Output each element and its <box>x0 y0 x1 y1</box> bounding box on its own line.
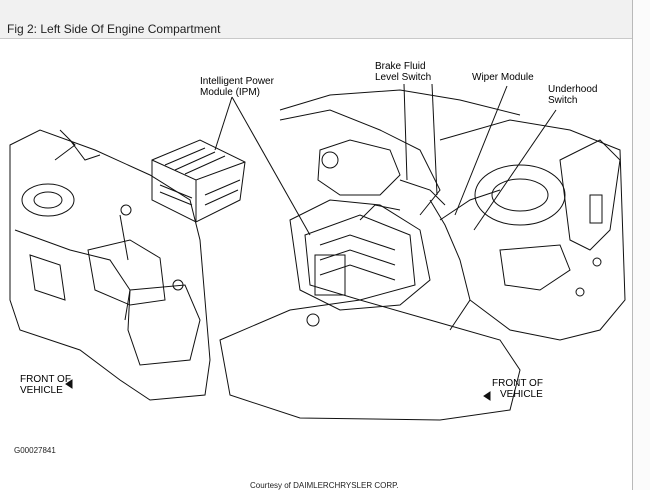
front-left-line1: FRONT OF <box>20 374 71 385</box>
front-right-line1: FRONT OF <box>492 378 543 389</box>
engine-compartment-drawing <box>9 83 626 421</box>
wiper-module-label: Wiper Module <box>472 72 534 83</box>
figure-title: Fig 2: Left Side Of Engine Compartment <box>7 22 221 36</box>
leader-lines <box>214 83 557 236</box>
ipm-module-detached <box>151 139 246 223</box>
figure-title-bar: Fig 2: Left Side Of Engine Compartment <box>0 0 632 39</box>
figure-credit: Courtesy of DAIMLERCHRYSLER CORP. <box>250 481 399 490</box>
page-gutter <box>633 0 650 490</box>
engine-bay-structure <box>219 109 521 421</box>
figure-frame <box>632 0 633 490</box>
brake-fluid-switch-label: Brake Fluid Level Switch <box>375 61 432 83</box>
front-arrow-left <box>65 379 73 389</box>
front-arrow-right <box>483 391 491 401</box>
ipm-label: Intelligent Power Module (IPM) <box>200 76 274 98</box>
underhood-switch-label: Underhood Switch <box>548 84 598 106</box>
figure-id: G00027841 <box>14 446 56 455</box>
right-fender-assembly <box>279 89 626 341</box>
front-right-line2: VEHICLE <box>500 389 543 400</box>
front-of-vehicle-left-label: FRONT OF VEHICLE <box>20 374 71 396</box>
left-fender-assembly <box>9 129 211 401</box>
front-of-vehicle-right-label: FRONT OF VEHICLE <box>492 378 543 400</box>
front-left-line2: VEHICLE <box>20 385 63 396</box>
